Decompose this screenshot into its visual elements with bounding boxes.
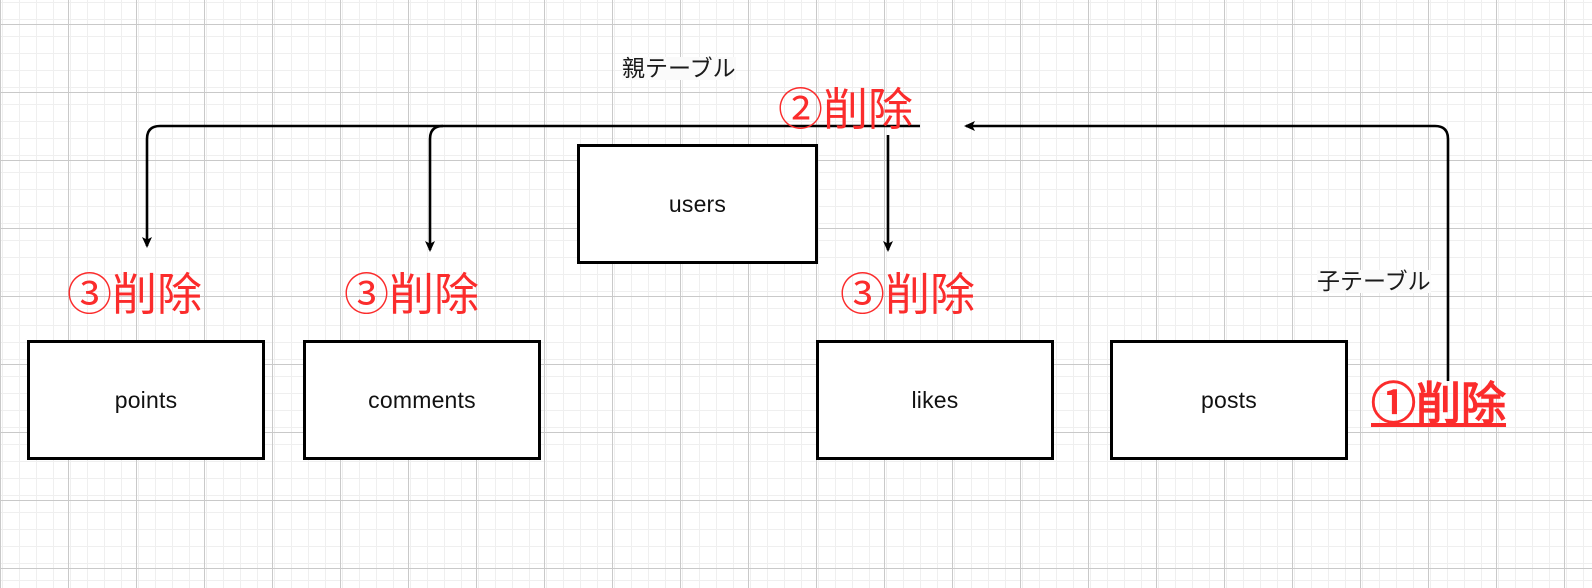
table-box-comments[interactable]: comments (303, 340, 541, 460)
step-label-3-points: ③削除 (67, 269, 203, 320)
step-label-2-users: ②削除 (778, 84, 914, 135)
step-label-3-comments: ③削除 (344, 269, 480, 320)
table-box-points[interactable]: points (27, 340, 265, 460)
parent-table-note: 親テーブル (622, 55, 736, 81)
connector-users-to-comments (425, 124, 444, 252)
table-label-posts: posts (1201, 386, 1257, 413)
table-label-likes: likes (911, 386, 959, 413)
step-label-3-likes: ③削除 (840, 269, 976, 320)
table-label-users: users (668, 190, 727, 217)
table-label-comments: comments (368, 386, 476, 413)
child-table-note: 子テーブル (1317, 268, 1431, 294)
table-box-posts[interactable]: posts (1110, 340, 1348, 460)
table-box-users[interactable]: users (577, 144, 818, 264)
table-label-points: points (114, 386, 178, 413)
step-label-1-posts: ①削除 (1371, 378, 1507, 429)
table-box-likes[interactable]: likes (816, 340, 1054, 460)
